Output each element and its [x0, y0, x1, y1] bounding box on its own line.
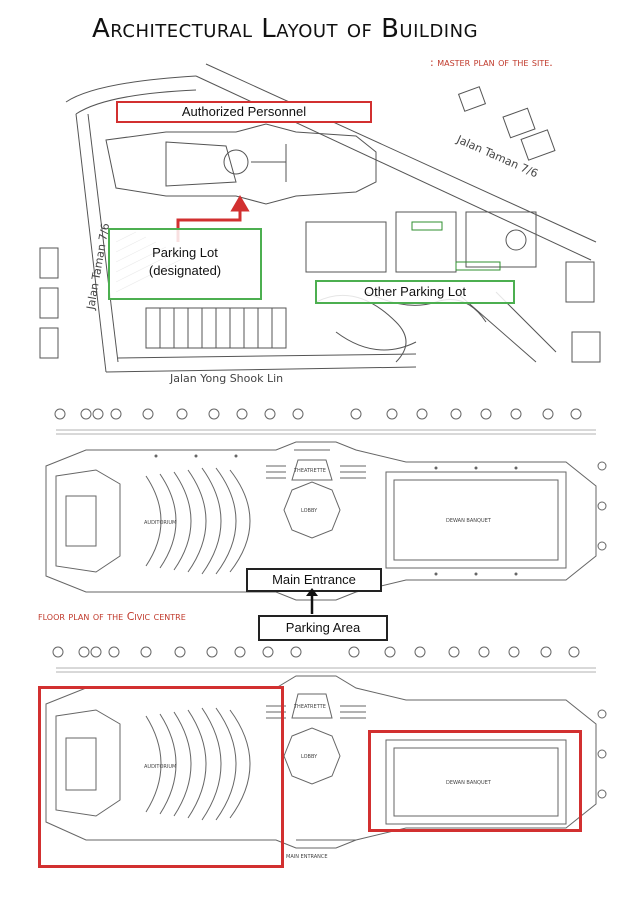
auditorium-highlight-box — [38, 686, 284, 868]
floor-plan-caption: floor plan of the Civic centre — [38, 610, 186, 623]
road-label-jalan-yong-shook-lin: Jalan Yong Shook Lin — [169, 372, 283, 385]
entrance-arrow — [306, 588, 318, 614]
master-plan-drawing: Jalan Taman 7/6 Jalan Taman 7/6 Jalan Yo… — [39, 63, 601, 385]
main-entrance-label: Main Entrance — [246, 568, 382, 592]
banquet-highlight-box — [368, 730, 582, 832]
designated-parking-lot-label: Parking Lot (designated) — [108, 228, 262, 300]
banquet-label-2: DEWAN BANQUET — [446, 780, 492, 786]
auditorium-label-2: AUDITORIUM — [144, 764, 176, 770]
main-entrance-label-2: MAIN ENTRANCE — [286, 854, 328, 860]
authorized-personnel-label: Authorized Personnel — [116, 101, 372, 123]
lobby-label: LOBBY — [301, 508, 318, 514]
auditorium-label: AUDITORIUM — [144, 520, 176, 526]
floor-plan-upper-drawing: AUDITORIUM LOBBY THEATRETTE DEWAN BANQUE… — [45, 408, 607, 601]
lobby-label-2: LOBBY — [301, 754, 318, 760]
floor-plan-lower-drawing: AUDITORIUM LOBBY THEATRETTE DEWAN BANQUE… — [45, 646, 607, 860]
theatrette-label-2: THEATRETTE — [293, 704, 326, 710]
parking-lot-line-1: Parking Lot — [152, 245, 218, 260]
banquet-label: DEWAN BANQUET — [446, 518, 492, 524]
parking-lot-line-2: (designated) — [148, 263, 222, 278]
other-parking-lot-label: Other Parking Lot — [315, 280, 515, 304]
page-title: Architectural Layout of Building — [92, 14, 479, 44]
theatrette-label: THEATRETTE — [293, 468, 326, 474]
parking-area-label: Parking Area — [258, 615, 388, 641]
master-plan-caption: : master plan of the site. — [430, 56, 553, 69]
